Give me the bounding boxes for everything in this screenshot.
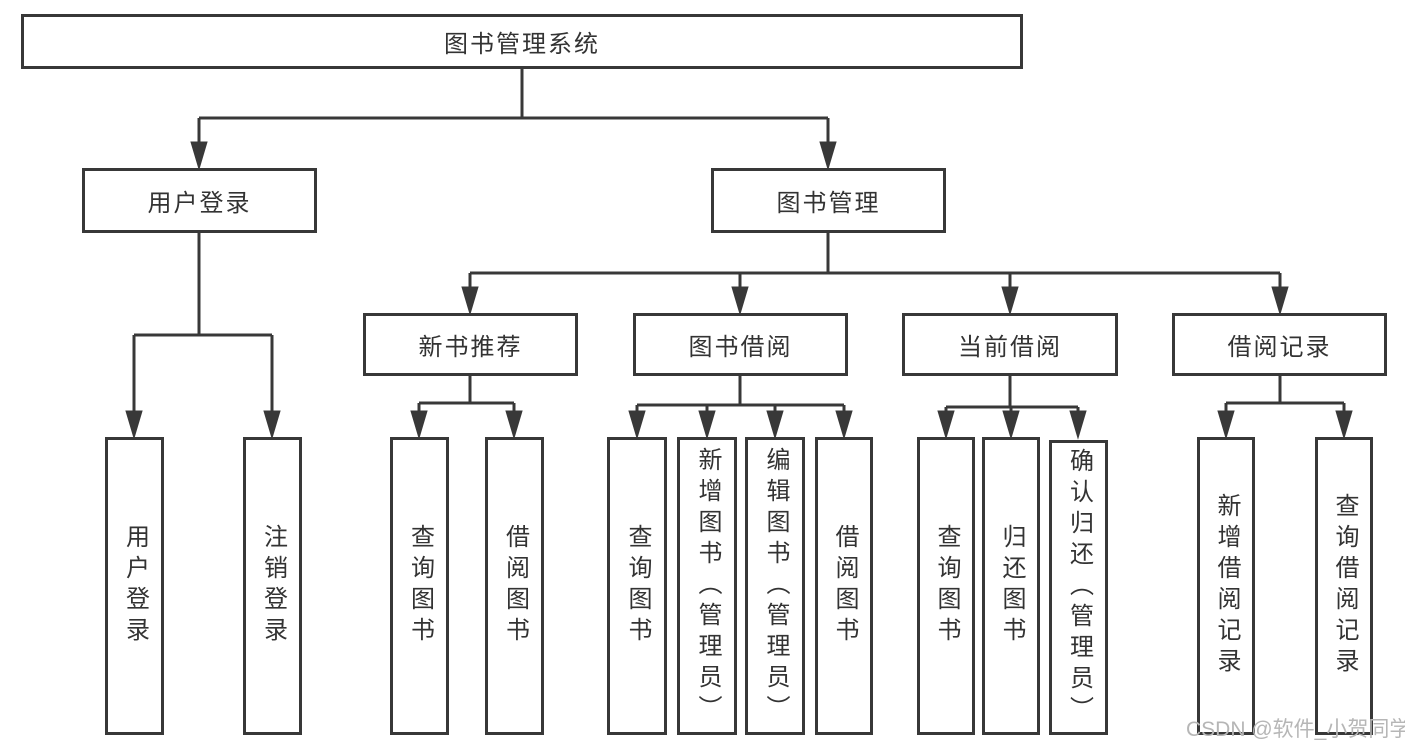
arrowhead-icon bbox=[731, 286, 749, 316]
node-user-login: 用户登录 bbox=[82, 168, 317, 233]
leaf-return-books-label: 归还图书 bbox=[998, 524, 1025, 648]
arrowhead-icon bbox=[263, 410, 281, 440]
arrowhead-icon bbox=[1335, 410, 1353, 440]
node-book-management-label: 图书管理 bbox=[776, 190, 881, 217]
leaf-borrow-books-recommend-label: 借阅图书 bbox=[501, 524, 529, 648]
node-current-borrow: 当前借阅 bbox=[902, 313, 1118, 376]
leaf-query-books-recommend-label: 查询图书 bbox=[406, 524, 434, 648]
leaf-query-borrow-record-label: 查询借阅记录 bbox=[1331, 493, 1358, 679]
node-book-borrow-label: 图书借阅 bbox=[688, 334, 793, 361]
leaf-edit-book-admin: 编辑图书（管理员） bbox=[745, 437, 805, 735]
arrowhead-icon bbox=[1001, 286, 1019, 316]
leaf-borrow-books-recommend: 借阅图书 bbox=[485, 437, 544, 735]
node-root: 图书管理系统 bbox=[21, 14, 1023, 69]
leaf-user-login: 用户登录 bbox=[105, 437, 164, 735]
arrowhead-icon bbox=[698, 410, 716, 440]
arrowhead-icon bbox=[1271, 286, 1289, 316]
leaf-return-books: 归还图书 bbox=[982, 437, 1040, 735]
node-root-label: 图书管理系统 bbox=[444, 31, 600, 58]
leaf-add-borrow-record: 新增借阅记录 bbox=[1197, 437, 1255, 735]
leaf-confirm-return-admin: 确认归还（管理员） bbox=[1049, 440, 1108, 735]
arrowhead-icon bbox=[1217, 410, 1235, 440]
arrowhead-icon bbox=[461, 286, 479, 316]
leaf-logout: 注销登录 bbox=[243, 437, 302, 735]
leaf-borrow-books-borrow: 借阅图书 bbox=[815, 437, 873, 735]
leaf-query-borrow-record: 查询借阅记录 bbox=[1315, 437, 1373, 735]
arrowhead-icon bbox=[505, 410, 523, 440]
node-borrow-records: 借阅记录 bbox=[1172, 313, 1387, 376]
leaf-logout-label: 注销登录 bbox=[259, 524, 287, 648]
leaf-add-book-admin: 新增图书（管理员） bbox=[677, 437, 737, 735]
leaf-query-books-borrow-label: 查询图书 bbox=[624, 524, 651, 648]
node-new-book-recommend-label: 新书推荐 bbox=[418, 334, 523, 361]
leaf-query-books-recommend: 查询图书 bbox=[390, 437, 449, 735]
arrowhead-icon bbox=[628, 410, 646, 440]
arrowhead-icon bbox=[835, 410, 853, 440]
arrowhead-icon bbox=[125, 410, 143, 440]
arrowhead-icon bbox=[410, 410, 428, 440]
arrowhead-icon bbox=[937, 410, 955, 440]
leaf-add-borrow-record-label: 新增借阅记录 bbox=[1213, 493, 1240, 679]
arrowhead-icon bbox=[766, 410, 784, 440]
leaf-query-books-current: 查询图书 bbox=[917, 437, 975, 735]
node-borrow-records-label: 借阅记录 bbox=[1227, 334, 1332, 361]
connector-lines bbox=[132, 68, 1346, 413]
arrowhead-icon bbox=[190, 141, 208, 171]
leaf-add-book-admin-label: 新增图书（管理员） bbox=[694, 446, 721, 726]
arrowhead-icon bbox=[819, 141, 837, 171]
leaf-query-books-borrow: 查询图书 bbox=[607, 437, 667, 735]
leaf-borrow-books-borrow-label: 借阅图书 bbox=[831, 524, 858, 648]
node-new-book-recommend: 新书推荐 bbox=[363, 313, 578, 376]
csdn-watermark: CSDN @软件_小贺同学 bbox=[1186, 718, 1405, 741]
arrowhead-icon bbox=[1002, 410, 1020, 440]
arrowhead-icon bbox=[1069, 410, 1087, 440]
leaf-user-login-label: 用户登录 bbox=[121, 524, 149, 648]
node-book-borrow: 图书借阅 bbox=[633, 313, 848, 376]
node-current-borrow-label: 当前借阅 bbox=[958, 334, 1062, 361]
leaf-edit-book-admin-label: 编辑图书（管理员） bbox=[762, 446, 789, 726]
node-user-login-label: 用户登录 bbox=[147, 190, 252, 217]
leaf-confirm-return-admin-label: 确认归还（管理员） bbox=[1065, 448, 1093, 727]
node-book-management: 图书管理 bbox=[711, 168, 946, 233]
leaf-query-books-current-label: 查询图书 bbox=[933, 524, 960, 648]
